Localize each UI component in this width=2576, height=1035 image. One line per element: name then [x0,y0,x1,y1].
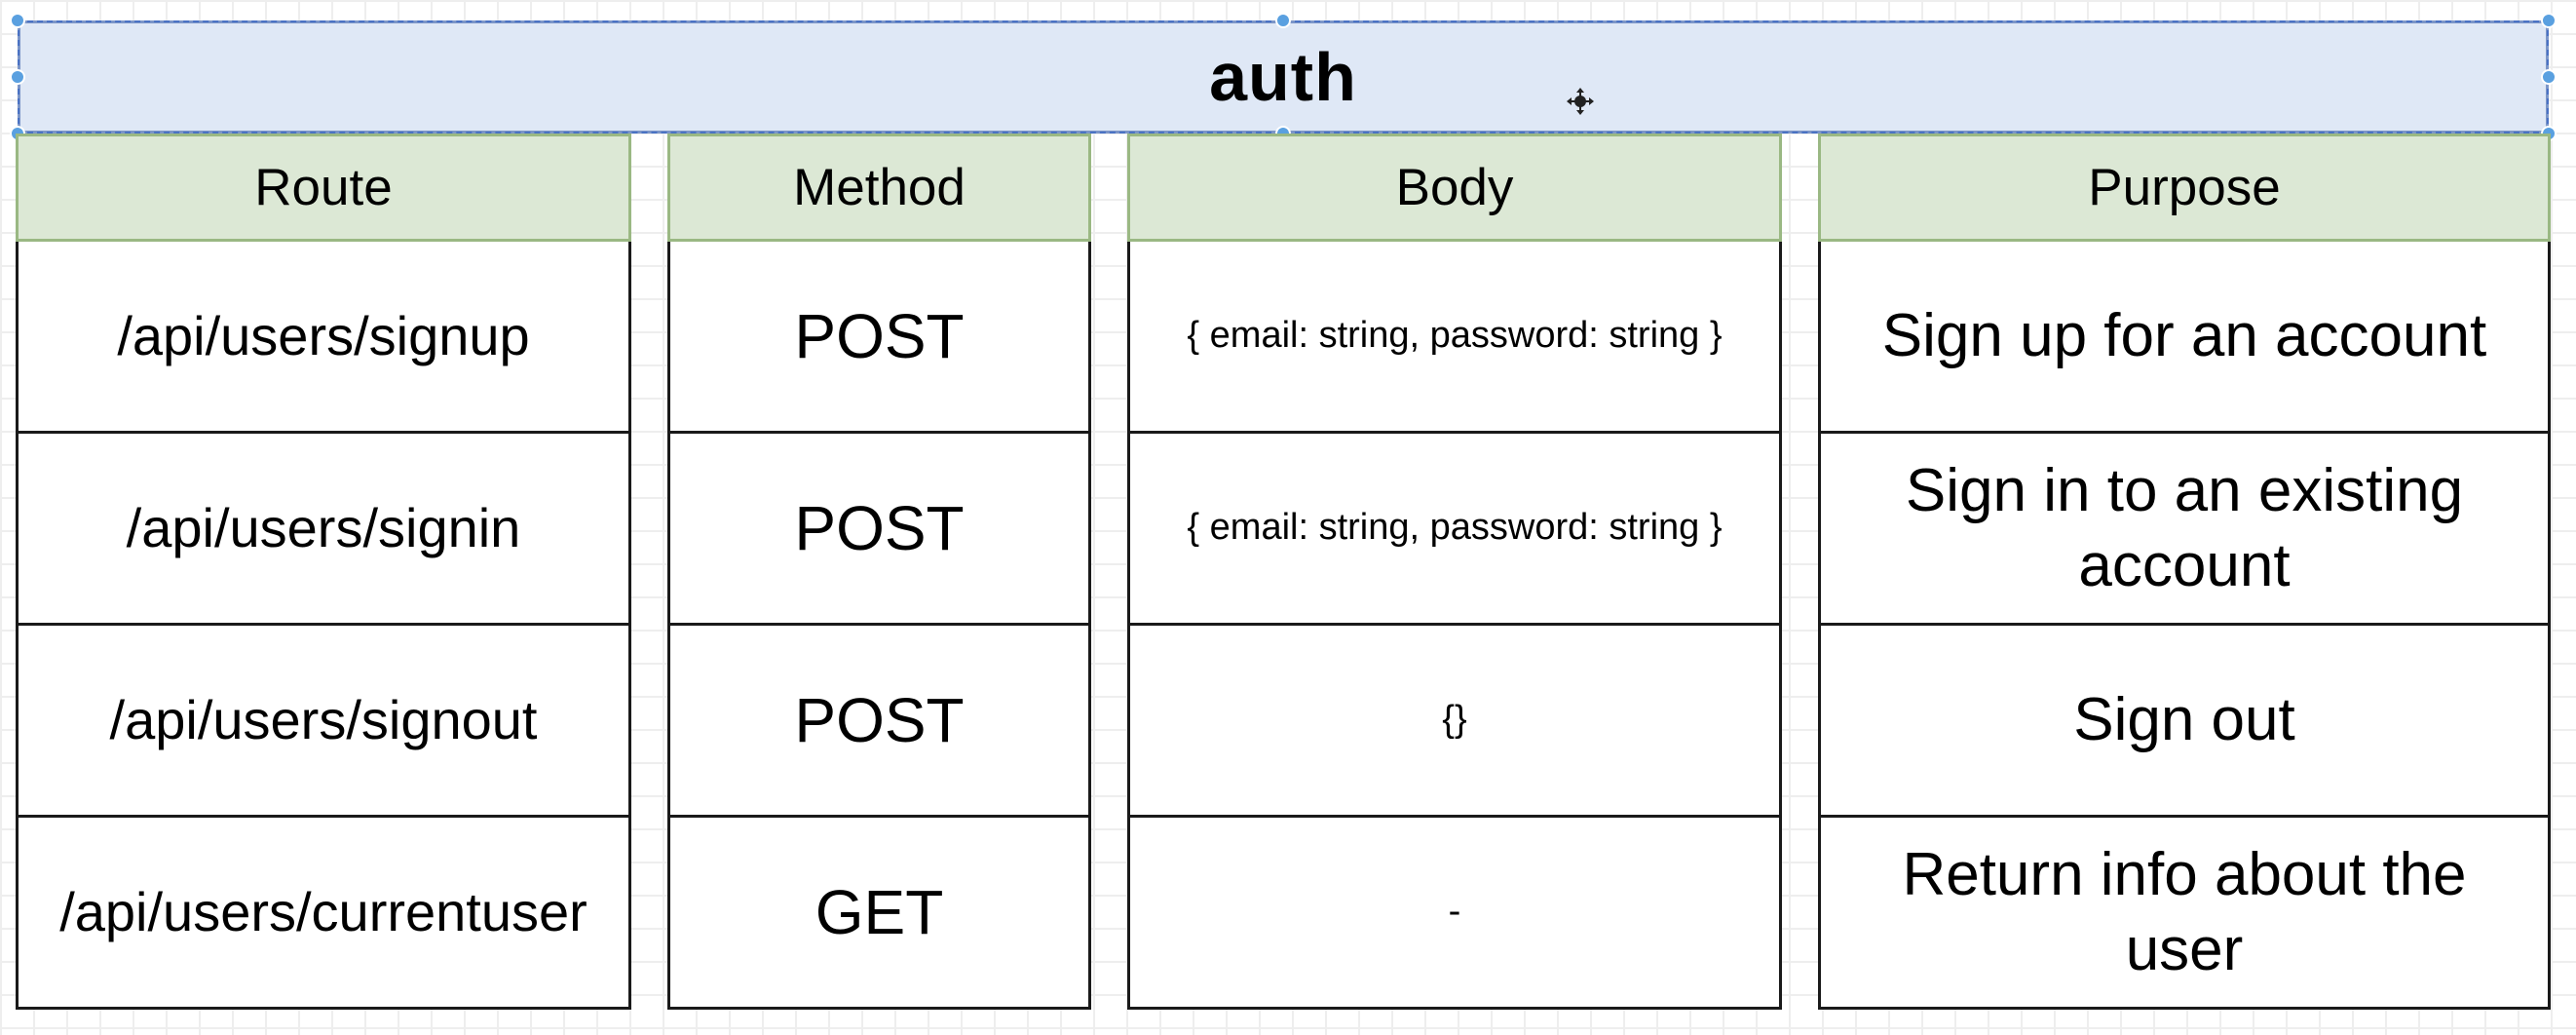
method-cell[interactable]: POST [667,626,1091,818]
purpose-cell[interactable]: Sign in to an existing account [1818,434,2551,626]
purpose-header[interactable]: Purpose [1818,134,2551,242]
body-cell[interactable]: {} [1127,626,1782,818]
purpose-cell[interactable]: Return info about the user [1818,818,2551,1010]
route-column: Route /api/users/signup /api/users/signi… [16,134,631,1010]
method-column: Method POST POST POST GET [667,134,1091,1010]
body-cell[interactable]: { email: string, password: string } [1127,242,1782,434]
method-header[interactable]: Method [667,134,1091,242]
selection-handle-top-center-icon[interactable] [1275,13,1291,28]
method-cell[interactable]: POST [667,434,1091,626]
route-cell[interactable]: /api/users/signin [16,434,631,626]
route-cell[interactable]: /api/users/currentuser [16,818,631,1010]
selection-handle-top-right-icon[interactable] [2541,13,2557,28]
method-cell[interactable]: POST [667,242,1091,434]
selection-handle-top-left-icon[interactable] [10,13,25,28]
selection-handle-middle-right-icon[interactable] [2541,69,2557,85]
diagram-title: auth [1209,39,1357,115]
method-cell[interactable]: GET [667,818,1091,1010]
move-cursor-icon [1567,88,1594,115]
route-cell[interactable]: /api/users/signup [16,242,631,434]
selection-handle-middle-left-icon[interactable] [10,69,25,85]
purpose-cell[interactable]: Sign up for an account [1818,242,2551,434]
body-column: Body { email: string, password: string }… [1127,134,1782,1010]
purpose-column: Purpose Sign up for an account Sign in t… [1818,134,2551,1010]
body-header[interactable]: Body [1127,134,1782,242]
body-cell[interactable]: - [1127,818,1782,1010]
route-header[interactable]: Route [16,134,631,242]
title-bar[interactable]: auth [18,20,2549,134]
purpose-cell[interactable]: Sign out [1818,626,2551,818]
body-cell[interactable]: { email: string, password: string } [1127,434,1782,626]
route-cell[interactable]: /api/users/signout [16,626,631,818]
